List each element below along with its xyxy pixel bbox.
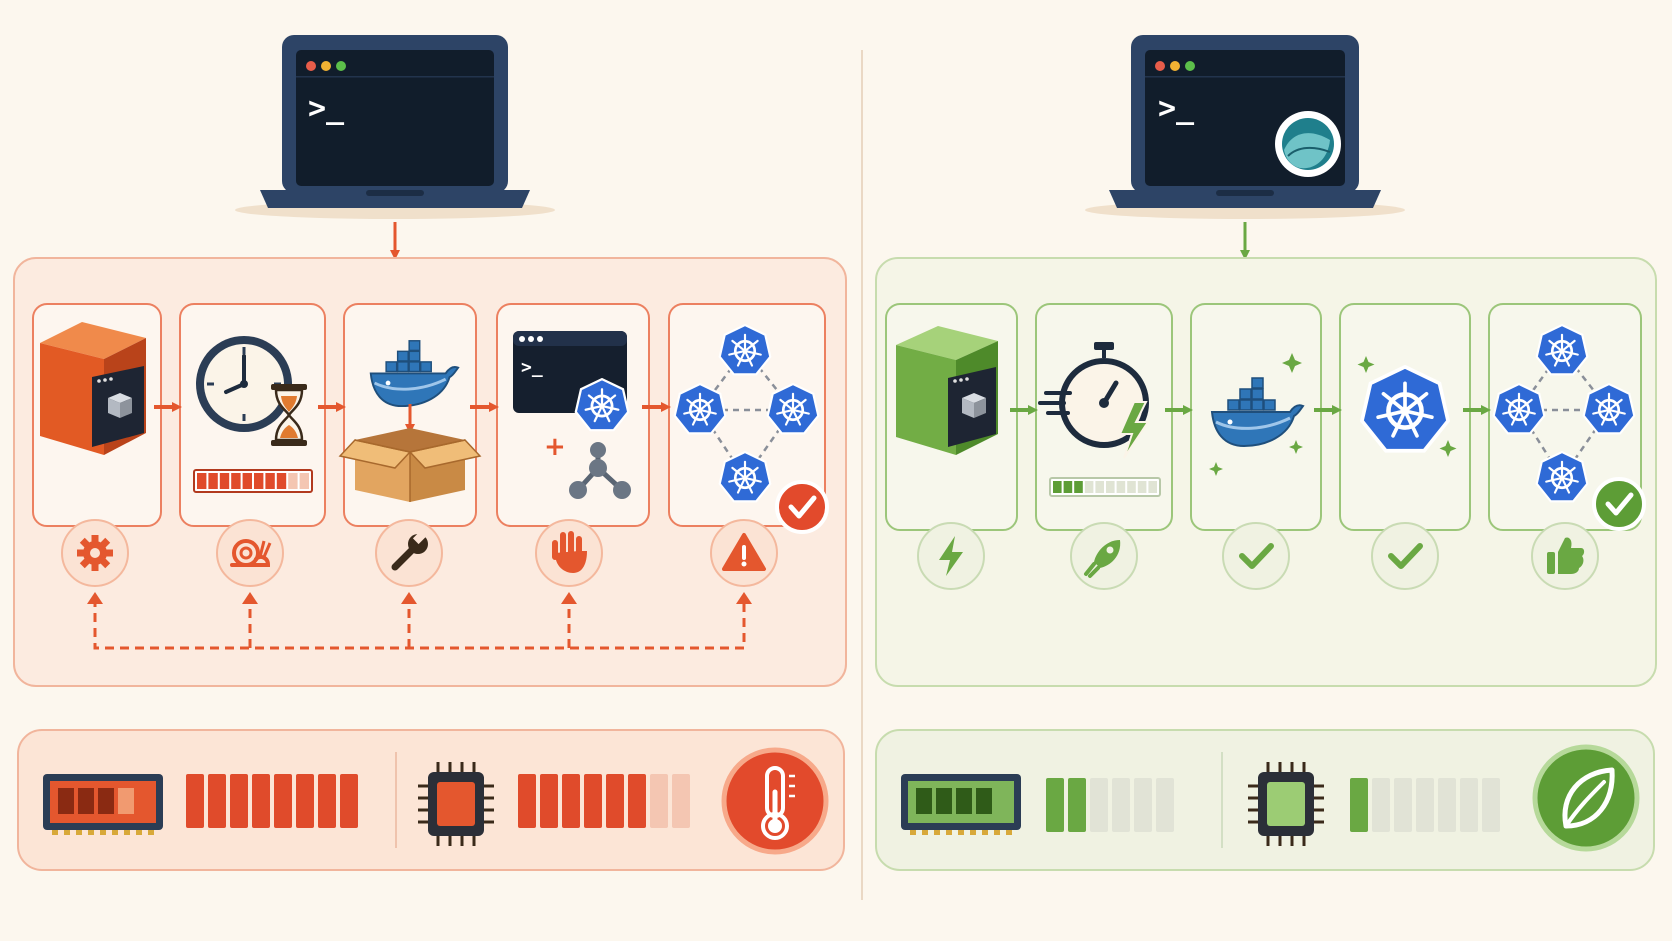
- progress-segment: [231, 473, 241, 489]
- progress-segment: [1137, 481, 1147, 493]
- cpu-usage-bars: [518, 774, 690, 828]
- rocket-icon: [1070, 522, 1138, 590]
- progress-segment: [219, 473, 230, 489]
- usage-bar: [252, 774, 270, 828]
- memory-usage-bars: [186, 774, 358, 828]
- stopwatch-lightning-icon: [1038, 342, 1150, 459]
- memory-stick-icon: [43, 774, 163, 835]
- progress-segment: [197, 473, 207, 489]
- progress-segment: [276, 473, 287, 489]
- left-laptop: >_: [235, 35, 555, 219]
- usage-bar: [1046, 778, 1064, 832]
- thermometer-icon: [721, 747, 829, 855]
- usage-bar: [1372, 778, 1390, 832]
- kubernetes-wheel-icon: [1357, 356, 1457, 457]
- usage-bar: [230, 774, 248, 828]
- usage-bar: [650, 774, 668, 828]
- progress-segment: [254, 473, 264, 489]
- usage-bar: [1394, 778, 1412, 832]
- right-laptop: >_: [1085, 35, 1405, 219]
- usage-bar: [1350, 778, 1368, 832]
- usage-bar: [1482, 778, 1500, 832]
- cpu-usage-bars-fast: [1350, 778, 1500, 832]
- progress-segment: [1116, 481, 1126, 493]
- svg-text:+: +: [544, 432, 566, 462]
- green-vm-cube-icon: [896, 326, 998, 455]
- terminal-prompt: >_: [1158, 91, 1195, 126]
- docker-whale-icon: [1209, 353, 1305, 476]
- check-icon: [1222, 522, 1290, 590]
- slow-progress-bar: [193, 469, 313, 493]
- usage-bar: [562, 774, 580, 828]
- progress-segment: [265, 473, 275, 489]
- feedback-loop-arrows: [93, 598, 746, 650]
- orange-vm-cube-icon: [40, 322, 146, 455]
- usage-bar: [672, 774, 690, 828]
- kubernetes-cluster-icon: [673, 324, 829, 534]
- snail-icon: [216, 519, 284, 587]
- usage-bar: [584, 774, 602, 828]
- progress-segment: [242, 473, 252, 489]
- progress-segment: [288, 473, 298, 489]
- progress-segment: [1095, 481, 1104, 493]
- usage-bar: [274, 774, 292, 828]
- warning-icon: [710, 519, 778, 587]
- usage-bar: [1438, 778, 1456, 832]
- thumbs-up-icon: [1531, 522, 1599, 590]
- docker-whale-box-icon: [338, 339, 482, 502]
- progress-segment: [208, 473, 218, 489]
- usage-bar: [340, 774, 358, 828]
- progress-segment: [1127, 481, 1136, 493]
- usage-bar: [208, 774, 226, 828]
- usage-bar: [318, 774, 336, 828]
- clock-hourglass-icon: [196, 336, 307, 446]
- wrench-icon: [375, 519, 443, 587]
- memory-stick-icon-fast: [901, 774, 1021, 835]
- leaf-icon: [1532, 744, 1640, 852]
- usage-bar: [186, 774, 204, 828]
- kubernetes-cluster-icon-fast: [1492, 324, 1646, 531]
- check-badge-icon: [1592, 477, 1646, 531]
- progress-segment: [1063, 481, 1073, 493]
- progress-segment: [299, 473, 309, 489]
- hand-icon: [535, 519, 603, 587]
- usage-bar: [1090, 778, 1108, 832]
- usage-bar: [540, 774, 558, 828]
- lightning-icon: [917, 522, 985, 590]
- usage-bar: [606, 774, 624, 828]
- usage-bar: [1068, 778, 1086, 832]
- usage-bar: [296, 774, 314, 828]
- app-logo-icon: [1275, 111, 1341, 177]
- fast-progress-bar: [1049, 477, 1161, 497]
- terminal-prompt-small: >_: [521, 357, 543, 378]
- gear-icon: [61, 519, 129, 587]
- usage-bar: [628, 774, 646, 828]
- progress-segment: [1053, 481, 1062, 493]
- progress-segment: [1106, 481, 1115, 493]
- usage-bar: [1156, 778, 1174, 832]
- usage-bar: [1112, 778, 1130, 832]
- usage-bar: [1460, 778, 1478, 832]
- progress-segment: [1084, 481, 1094, 493]
- usage-bar: [1134, 778, 1152, 832]
- check-badge-icon: [775, 480, 829, 534]
- terminal-prompt: >_: [308, 91, 345, 126]
- check-icon: [1371, 522, 1439, 590]
- progress-segment: [1074, 481, 1083, 493]
- cpu-chip-icon: [418, 762, 494, 846]
- terminal-kubernetes-icon: >_ +: [513, 331, 631, 499]
- usage-bar: [518, 774, 536, 828]
- usage-bar: [1416, 778, 1434, 832]
- cpu-chip-icon-fast: [1248, 762, 1324, 846]
- memory-usage-bars-fast: [1046, 778, 1174, 832]
- progress-segment: [1148, 481, 1157, 493]
